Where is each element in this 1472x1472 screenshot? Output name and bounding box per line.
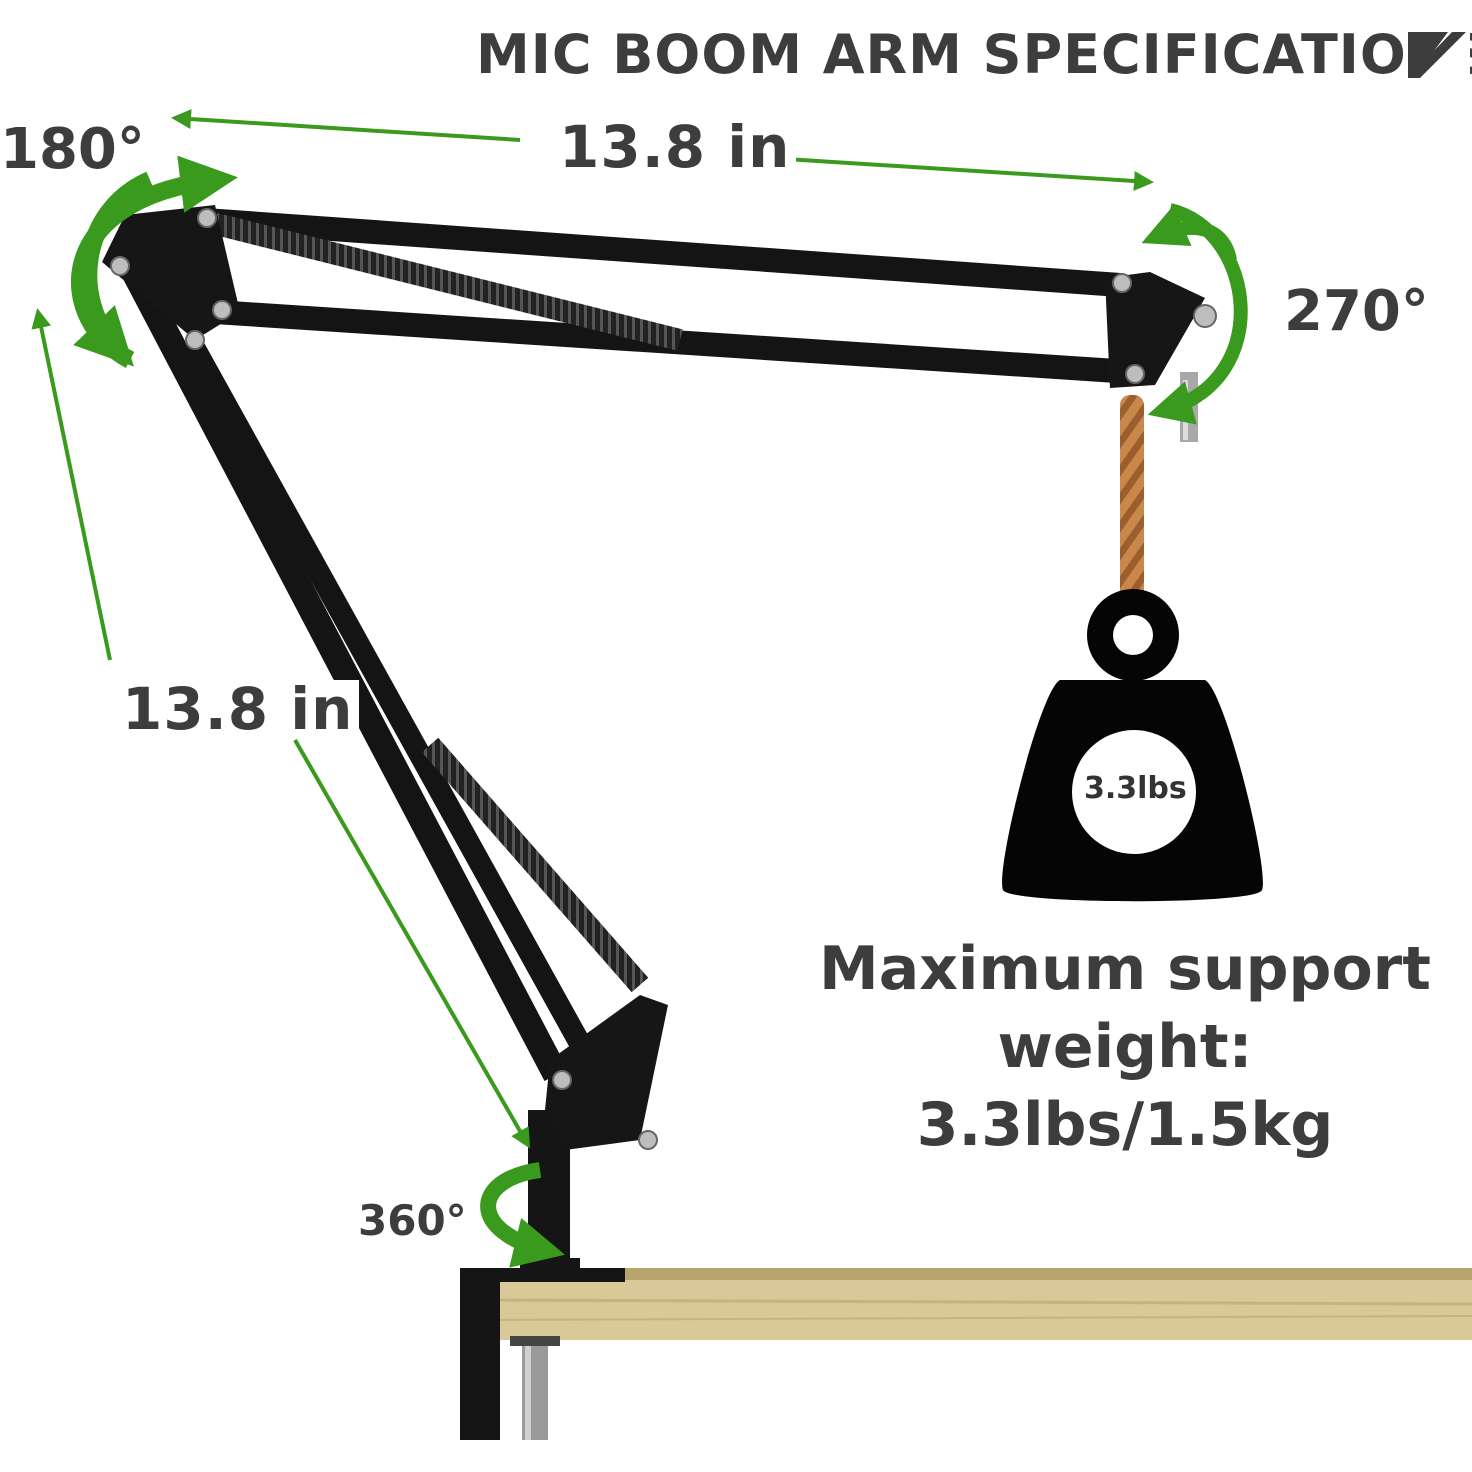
upper-arm-length-label: 13.8 in [553,118,797,176]
max-support-line-1: Maximum support [819,934,1431,1004]
weight-tag-label: 3.3lbs [1084,771,1187,806]
desk [469,1268,1472,1340]
upper-arm-length-arrow [171,109,1154,191]
rotation-360-label: 360° [358,1196,467,1245]
upper-arm [204,208,1133,384]
title-accent-icon [1408,32,1470,78]
rope [1120,395,1144,625]
base-joint [545,995,668,1150]
lower-arm-length-label: 13.8 in [116,680,360,738]
lower-arm-length-arrow [31,308,530,1149]
weight-icon [1002,589,1263,902]
max-support-caption: Maximum support weight: 3.3lbs/1.5kg [810,930,1440,1164]
rotation-180-arrow [71,155,238,368]
desk-clamp [460,1268,625,1440]
page-title: MIC BOOM ARM SPECIFICATIONS [476,23,1472,86]
rotation-360-arrow [480,1162,565,1268]
rotation-270-label: 270° [1284,279,1429,344]
max-support-line-2: weight: 3.3lbs/1.5kg [916,1012,1334,1160]
rotation-180-label: 180° [0,117,145,182]
lower-arm [120,261,649,1082]
rotation-270-arrow [1141,203,1248,425]
